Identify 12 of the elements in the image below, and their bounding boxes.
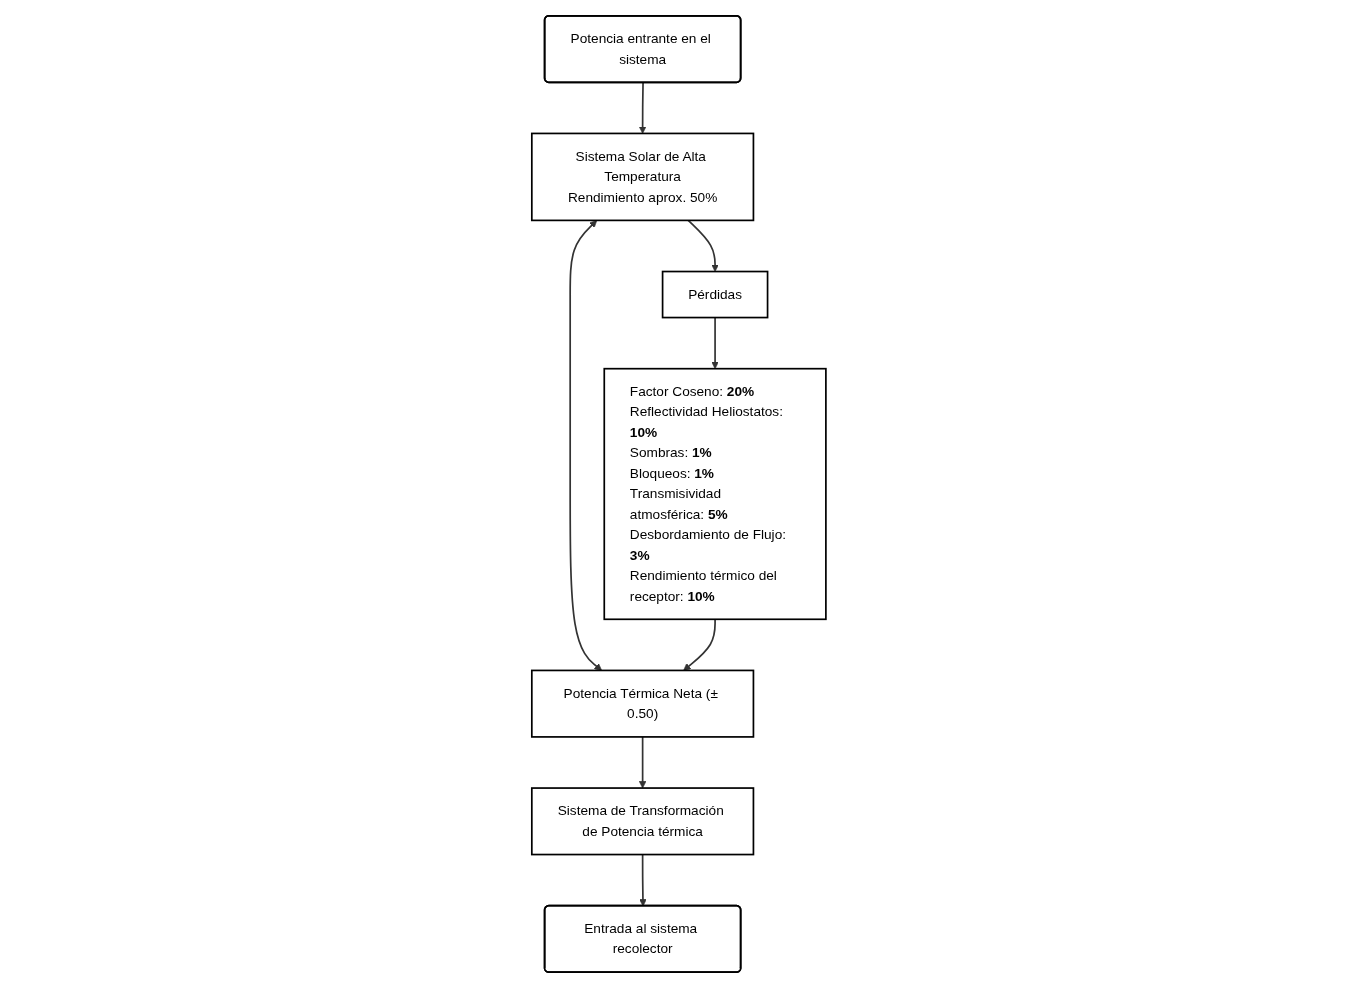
node-box: Sistema de Transformación de Potencia térmica [531, 786, 755, 855]
node-box: Factor Coseno: 20% Reflectividad Heliostatos: 10% Sombras: 1% Bloqueos: 1% Transmisividad atmosférica: 5% Desbordamiento de Flujo: 3% Rendimiento térmico del receptor: 10% [603, 367, 827, 620]
arrow [687, 219, 719, 272]
arrow [711, 316, 719, 369]
node-box: Pérdidas [661, 270, 769, 318]
arrow [639, 735, 647, 788]
arrow [639, 81, 647, 134]
node-box: Potencia Térmica Neta (± 0.50) [531, 669, 755, 738]
arrow [569, 219, 603, 671]
node-box: Sistema Solar de Alta Temperatura Rendimiento aprox. 50% [531, 132, 755, 221]
arrow [639, 853, 647, 906]
arrow [683, 617, 717, 671]
